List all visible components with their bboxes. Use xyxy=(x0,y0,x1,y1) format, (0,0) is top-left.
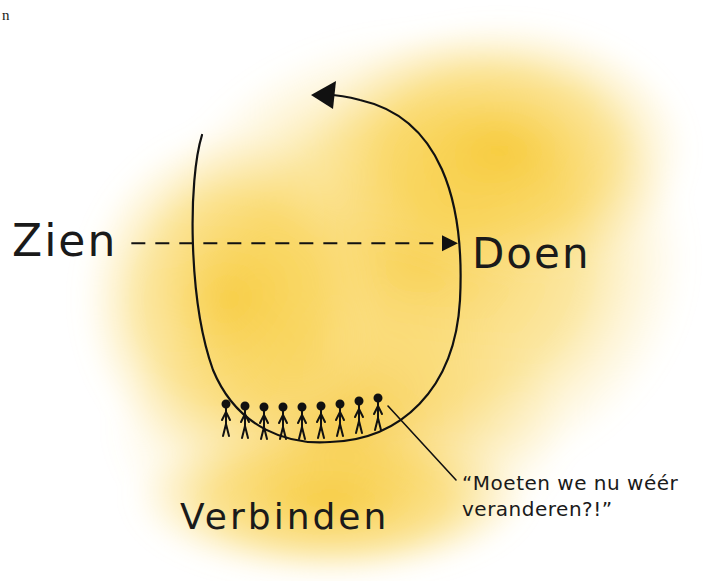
loop-arrowhead xyxy=(311,81,336,109)
watercolor-wash xyxy=(80,20,690,580)
stage-word: Verbinden xyxy=(180,494,389,541)
leader-line xyxy=(388,406,456,480)
dashed-arrow xyxy=(131,235,458,251)
speech-quote: “Moeten we nu wéér veranderen?!” xyxy=(462,470,692,522)
people-figures xyxy=(222,395,382,440)
stage-word: Doen xyxy=(468,228,595,280)
stage-word: Zien xyxy=(8,214,121,269)
node-text: Doen xyxy=(472,230,591,278)
fragment-text: n xyxy=(2,6,10,26)
cycle-loop xyxy=(193,95,461,442)
node-text: Zien xyxy=(12,216,117,267)
